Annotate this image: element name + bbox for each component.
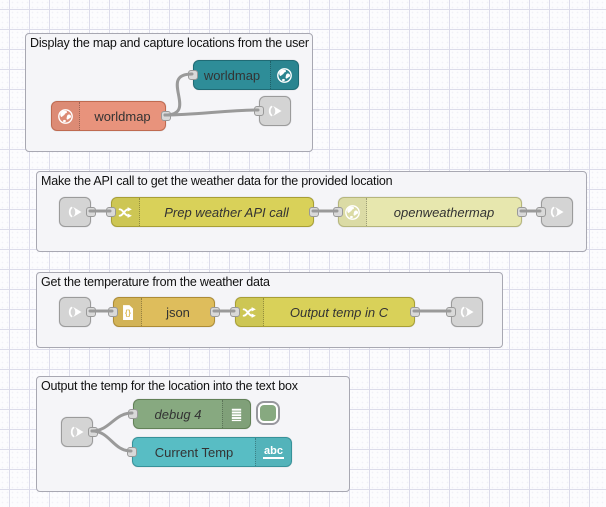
debug-icon: [222, 400, 250, 428]
node-label: Current Temp: [154, 444, 234, 460]
debug-toggle-state: [260, 405, 276, 421]
link-arrow-icon: [70, 426, 84, 438]
link-arrow-icon: [60, 298, 90, 326]
group-title: Make the API call to get the weather dat…: [41, 174, 393, 188]
globe-icon: [277, 67, 292, 83]
node-label: worldmap: [94, 108, 151, 124]
change-node-output-temp[interactable]: Output temp in C: [230, 297, 420, 327]
change-shuffle-icon: [242, 306, 256, 318]
node-label: worldmap: [203, 67, 261, 83]
link-arrow-icon: [452, 298, 482, 326]
change-shuffle-icon: [118, 206, 132, 218]
link-out-node[interactable]: [254, 96, 291, 126]
link-out-node[interactable]: [446, 297, 483, 327]
node-label: json: [166, 304, 190, 320]
link-arrow-icon: [60, 198, 90, 226]
svg-text:{}: {}: [125, 308, 131, 317]
debug-sidebar-icon: [231, 408, 242, 421]
globe-icon: [339, 198, 367, 226]
shuffle-icon: [236, 298, 264, 326]
group-title: Output the temp for the location into th…: [41, 379, 298, 393]
wire[interactable]: [90, 429, 133, 453]
json-node[interactable]: {} json: [108, 297, 220, 327]
link-arrow-icon: [68, 306, 82, 318]
globe-icon: [58, 108, 73, 124]
link-in-node[interactable]: [61, 417, 98, 447]
node-label: Output temp in C: [289, 304, 389, 320]
group-title: Get the temperature from the weather dat…: [41, 275, 270, 289]
link-arrow-icon: [550, 206, 564, 218]
node-label: Prep weather API call: [164, 204, 289, 220]
debug-toggle-button[interactable]: [256, 401, 280, 425]
globe-icon: [270, 61, 298, 89]
link-arrow-icon: [62, 418, 92, 446]
change-node-prep-weather[interactable]: Prep weather API call: [106, 197, 319, 227]
debug-node[interactable]: debug 4: [128, 399, 280, 429]
flow-group[interactable]: Make the API call to get the weather dat…: [36, 171, 587, 252]
link-arrow-icon: [460, 306, 474, 318]
flow-group[interactable]: Display the map and capture locations fr…: [25, 33, 313, 152]
json-icon: {}: [114, 298, 142, 326]
flow-group[interactable]: Output the temp for the location into th…: [36, 376, 350, 492]
link-arrow-icon: [68, 206, 82, 218]
json-file-icon: {}: [123, 304, 134, 320]
group-title: Display the map and capture locations fr…: [30, 36, 309, 50]
node-label: openweathermap: [393, 204, 495, 220]
openweathermap-node[interactable]: openweathermap: [333, 197, 527, 227]
globe-icon: [52, 102, 80, 130]
link-arrow-icon: [542, 198, 572, 226]
worldmap-in-node[interactable]: worldmap: [188, 60, 299, 90]
link-arrow-icon: [260, 97, 290, 125]
wire[interactable]: [163, 108, 260, 117]
link-arrow-icon: [268, 105, 282, 117]
shuffle-icon: [112, 198, 140, 226]
link-in-node[interactable]: [59, 197, 96, 227]
worldmap-node[interactable]: worldmap: [51, 101, 171, 131]
link-out-node[interactable]: [536, 197, 573, 227]
ui-text-node[interactable]: Current Temp abc: [127, 437, 292, 467]
link-in-node[interactable]: [59, 297, 96, 327]
globe-icon: [345, 204, 360, 220]
abc-text-icon: abc: [255, 438, 291, 466]
node-label: debug 4: [154, 406, 202, 422]
